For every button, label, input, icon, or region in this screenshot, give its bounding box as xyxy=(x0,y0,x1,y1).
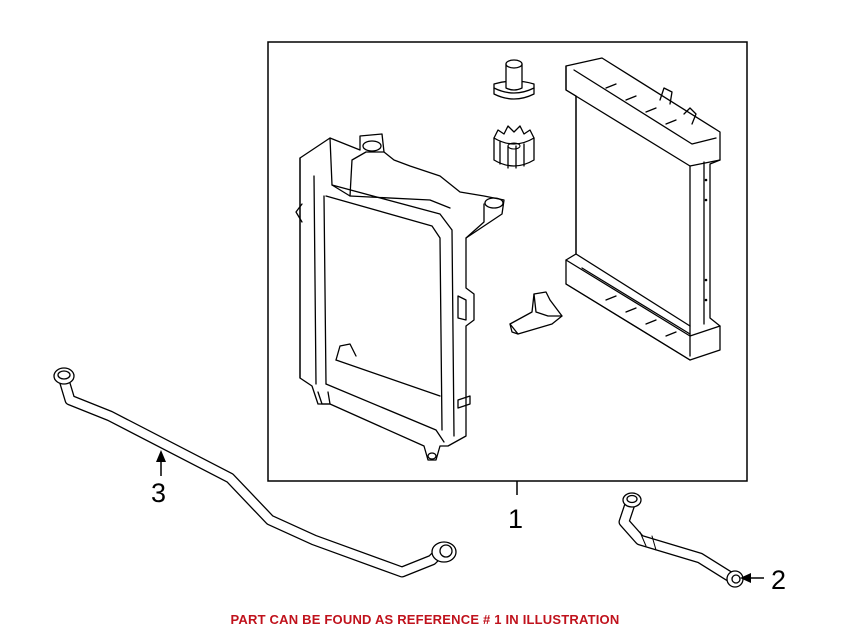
callout-1: 1 xyxy=(508,504,523,534)
cooling-hose-2 xyxy=(618,492,744,588)
rubber-mount xyxy=(493,59,535,100)
fan-shroud xyxy=(295,133,505,461)
callout-2: 2 xyxy=(771,565,786,595)
cooling-hose-3 xyxy=(53,367,457,578)
leader-lines xyxy=(156,450,764,583)
leader-arrow-3 xyxy=(156,450,166,462)
assembly-frame xyxy=(267,41,748,482)
callout-3: 3 xyxy=(151,478,166,508)
mounting-bracket xyxy=(509,291,563,335)
radiator xyxy=(565,57,721,361)
reference-note: PART CAN BE FOUND AS REFERENCE # 1 IN IL… xyxy=(230,612,620,627)
leader-arrow-2 xyxy=(740,573,751,583)
grommet xyxy=(493,125,535,169)
